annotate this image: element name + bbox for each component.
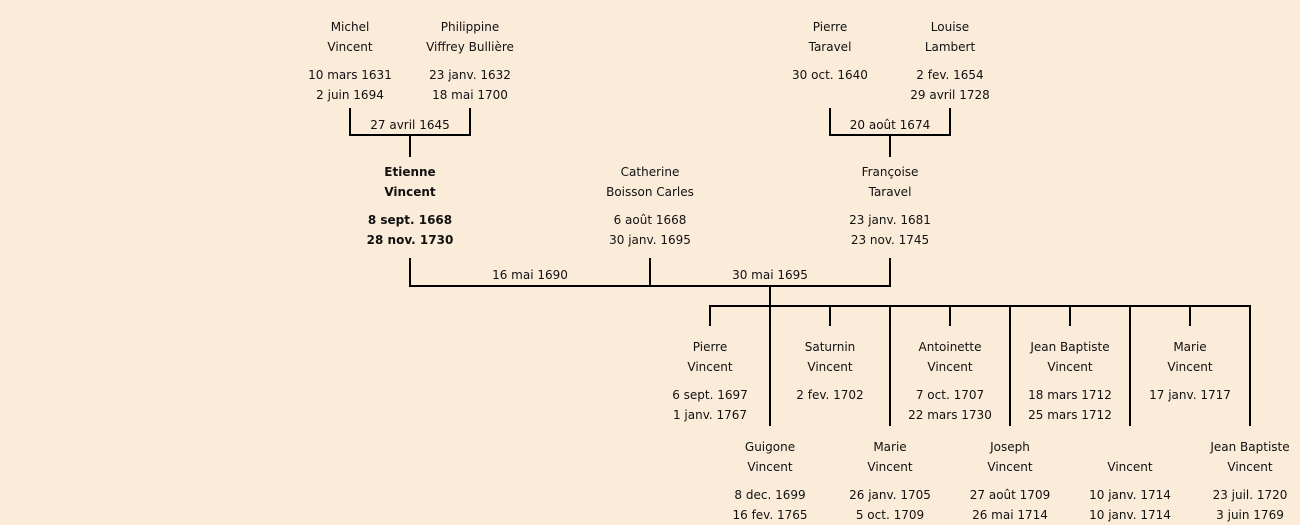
death-date: 23 nov. 1745	[850, 233, 930, 247]
marriage-date: 27 avril 1645	[370, 118, 450, 132]
birth-date: 18 mars 1712	[1028, 388, 1112, 402]
last-name: Taravel	[808, 40, 852, 54]
birth-date: 10 janv. 1714	[1089, 488, 1171, 502]
last-name: Vincent	[807, 360, 853, 374]
first-name: Antoinette	[918, 340, 982, 354]
last-name: Vincent	[327, 40, 373, 54]
birth-date: 8 dec. 1699	[734, 488, 806, 502]
death-date: 1 janv. 1767	[672, 408, 748, 422]
last-name: Lambert	[924, 40, 976, 54]
death-date	[1125, 405, 1255, 425]
first-name: Marie	[1173, 340, 1207, 354]
first-name: Pierre	[812, 20, 848, 34]
first-name: Saturnin	[804, 340, 856, 354]
birth-date: 30 oct. 1640	[792, 68, 868, 82]
last-name: Boisson Carles	[606, 185, 694, 199]
last-name: Vincent	[384, 185, 436, 199]
marriage-date: 16 mai 1690	[492, 268, 568, 282]
last-name: Vincent	[987, 460, 1033, 474]
death-date	[765, 405, 895, 425]
last-name: Vincent	[867, 460, 913, 474]
first-name	[1065, 437, 1195, 457]
birth-date: 23 juil. 1720	[1212, 488, 1288, 502]
death-date: 10 janv. 1714	[1089, 508, 1171, 522]
death-date: 30 janv. 1695	[609, 233, 691, 247]
birth-date: 6 sept. 1697	[672, 388, 748, 402]
first-name: Michel	[330, 20, 370, 34]
last-name: Taravel	[868, 185, 912, 199]
first-name: Guigone	[744, 440, 796, 454]
last-name: Vincent	[1107, 460, 1153, 474]
person-box[interactable]: Vincent 10 janv. 1714 10 janv. 1714	[1065, 437, 1195, 525]
birth-date: 23 janv. 1632	[429, 68, 511, 82]
death-date: 5 oct. 1709	[855, 508, 925, 522]
birth-date: 6 août 1668	[613, 213, 687, 227]
first-name: Pierre	[692, 340, 728, 354]
birth-date: 2 fev. 1702	[796, 388, 864, 402]
first-name: Louise	[930, 20, 970, 34]
death-date: 28 nov. 1730	[366, 233, 454, 247]
first-name: Catherine	[620, 165, 680, 179]
last-name: Vincent	[1167, 360, 1213, 374]
first-name: Etienne	[384, 165, 436, 179]
birth-date: 26 janv. 1705	[849, 488, 931, 502]
death-date: 16 fev. 1765	[732, 508, 808, 522]
last-name: Vincent	[1227, 460, 1273, 474]
death-date: 22 mars 1730	[908, 408, 992, 422]
last-name: Viffrey Bullière	[426, 40, 514, 54]
birth-date: 10 mars 1631	[308, 68, 392, 82]
marriage-date: 20 août 1674	[849, 118, 931, 132]
birth-date: 27 août 1709	[969, 488, 1051, 502]
death-date: 25 mars 1712	[1028, 408, 1112, 422]
first-name: Jean Baptiste	[1030, 340, 1110, 354]
first-name: Joseph	[990, 440, 1030, 454]
marriage-date: 30 mai 1695	[732, 268, 808, 282]
death-date: 18 mai 1700	[432, 88, 508, 102]
birth-date: 23 janv. 1681	[849, 213, 931, 227]
birth-date: 8 sept. 1668	[367, 213, 453, 227]
last-name: Vincent	[747, 460, 793, 474]
birth-date: 17 janv. 1717	[1149, 388, 1231, 402]
death-date: 2 juin 1694	[316, 88, 384, 102]
first-name: Marie	[873, 440, 907, 454]
first-name: Philippine	[440, 20, 500, 34]
death-date: 26 mai 1714	[972, 508, 1048, 522]
birth-date: 2 fev. 1654	[916, 68, 984, 82]
last-name: Vincent	[927, 360, 973, 374]
last-name: Vincent	[687, 360, 733, 374]
first-name: Françoise	[861, 165, 919, 179]
death-date: 29 avril 1728	[910, 88, 990, 102]
death-date	[765, 85, 895, 105]
first-name: Jean Baptiste	[1210, 440, 1290, 454]
death-date: 3 juin 1769	[1216, 508, 1284, 522]
last-name: Vincent	[1047, 360, 1093, 374]
birth-date: 7 oct. 1707	[915, 388, 985, 402]
